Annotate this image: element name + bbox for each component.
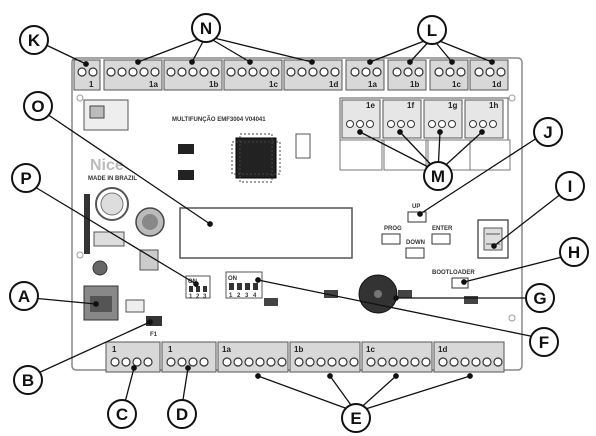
fuse (146, 316, 162, 326)
bottom-label-c: 1 (112, 345, 117, 354)
callout-k: K (19, 25, 49, 55)
bootloader-label: BOOTLOADER (432, 270, 475, 276)
svg-text:A: A (18, 287, 30, 306)
svg-text:D: D (176, 405, 188, 424)
top-right-label-1b: 1b (410, 80, 419, 89)
bottom-connectors: 1 1 1a 1b 1c 1d (105, 341, 505, 373)
top-left-label-1b: 1b (209, 80, 218, 89)
svg-text:F1: F1 (150, 332, 158, 338)
svg-text:C: C (116, 405, 128, 424)
callout-i: I (555, 171, 585, 201)
chip-a (178, 144, 194, 154)
push-buttons: UP PROG ENTER DOWN (381, 204, 453, 259)
bootloader-button (451, 277, 469, 289)
callout-d: D (167, 399, 197, 429)
svg-text:B: B (22, 371, 34, 390)
callouts: K N L O J M P I H A G F B C D E (9, 13, 589, 433)
relay-label-1h: 1h (489, 101, 498, 110)
callout-l: L (417, 15, 447, 45)
board-title: MULTIFUNÇÃO EMF3004 V04041 (172, 116, 266, 123)
lcd-display (179, 207, 353, 259)
svg-text:F: F (539, 333, 549, 352)
top-connectors-left: 1 1a 1b 1c 1d (73, 59, 343, 91)
bottom-label-1d: 1d (438, 345, 447, 354)
callout-n: N (191, 13, 221, 43)
relay-label-1g: 1g (448, 101, 457, 110)
relay-label-1e: 1e (366, 101, 375, 110)
top-connectors-right: 1a 1b 1c 1d (345, 59, 509, 91)
bottom-label-1a: 1a (222, 345, 231, 354)
bottom-label-1c: 1c (366, 345, 375, 354)
svg-text:PROG: PROG (384, 226, 402, 232)
bottom-label-d: 1 (168, 345, 173, 354)
made-in-label: MADE IN BRAZIL (88, 176, 137, 182)
svg-text:K: K (28, 31, 41, 50)
svg-text:ENTER: ENTER (432, 226, 453, 232)
top-left-label-1a: 1a (149, 80, 158, 89)
svg-text:G: G (533, 289, 546, 308)
svg-text:P: P (20, 169, 31, 188)
leader-lines (29, 35, 567, 413)
top-left-label-1c: 1c (269, 80, 278, 89)
bottom-label-1b: 1b (294, 345, 303, 354)
top-right-label-1a: 1a (368, 80, 377, 89)
svg-text:E: E (350, 409, 361, 428)
svg-text:UP: UP (412, 204, 420, 210)
microcontroller (231, 133, 281, 183)
top-right-label-1d: 1d (492, 80, 501, 89)
top-left-label-1d: 1d (329, 80, 338, 89)
dip-small-1: 1 (189, 294, 193, 300)
svg-text:I: I (568, 177, 573, 196)
top-left-label-1: 1 (89, 80, 94, 89)
svg-text:J: J (543, 123, 552, 142)
brand-logo: Nice (90, 157, 124, 174)
dip-large-2: 2 (237, 293, 241, 299)
dip-large-3: 3 (245, 293, 249, 299)
capacitors (84, 187, 165, 276)
dip-small-3: 3 (203, 294, 207, 300)
dip-small-2: 2 (196, 294, 200, 300)
svg-text:N: N (200, 19, 212, 38)
chip-b (178, 170, 194, 180)
dip-large-4: 4 (253, 293, 257, 299)
header-pins (295, 133, 311, 159)
svg-text:H: H (568, 243, 580, 262)
callout-a: A (9, 281, 39, 311)
svg-text:O: O (31, 97, 44, 116)
callout-m: M (423, 161, 453, 191)
callout-f: F (529, 327, 559, 357)
svg-text:DOWN: DOWN (406, 240, 425, 246)
dip-switch-large: ON 1 2 3 4 (225, 271, 263, 299)
callout-p: P (11, 163, 41, 193)
callout-j: J (533, 117, 563, 147)
svg-text:ON: ON (228, 276, 237, 282)
relay-label-1f: 1f (407, 101, 414, 110)
callout-e: E (341, 403, 371, 433)
top-right-label-1c: 1c (452, 80, 461, 89)
callout-g: G (525, 283, 555, 313)
callout-b: B (13, 365, 43, 395)
callout-c: C (107, 399, 137, 429)
svg-text:L: L (427, 21, 437, 40)
svg-text:M: M (431, 167, 445, 186)
dip-large-1: 1 (229, 293, 233, 299)
callout-o: O (23, 91, 53, 121)
callout-h: H (559, 237, 589, 267)
